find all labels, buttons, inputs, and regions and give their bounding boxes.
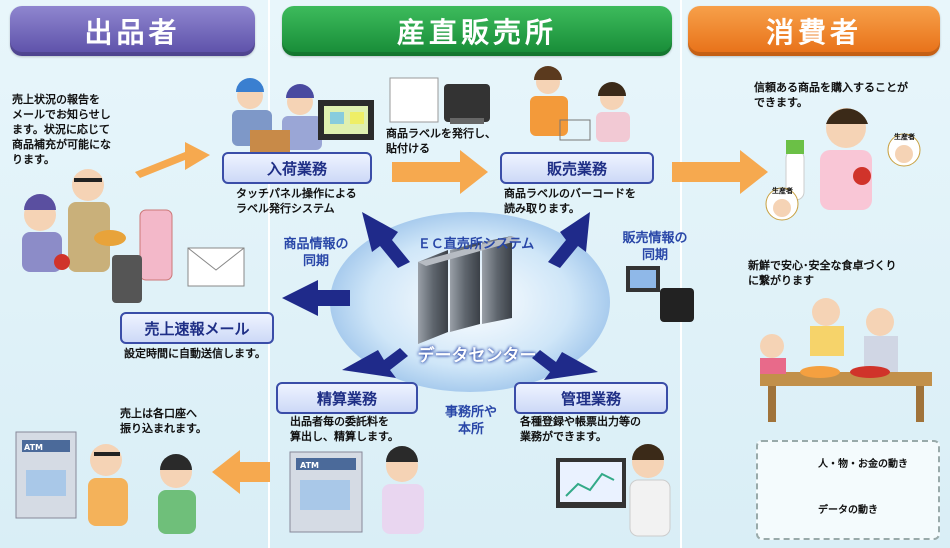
box-management: 管理業務 <box>514 382 668 414</box>
text-consumer-buy: 信頼ある商品を購入することが できます。 <box>754 81 908 109</box>
text-transfer: 売上は各口座へ 振り込まれます。 <box>120 407 207 435</box>
box-sales: 販売業務 <box>500 152 654 184</box>
header-direct-shop: 産直販売所 <box>282 6 672 56</box>
box-settlement: 精算業務 <box>276 382 418 414</box>
navy-arrow-product-sync <box>362 212 410 268</box>
orange-arrow-arrival-to-sales <box>392 150 488 194</box>
smartphone-illustration <box>112 255 142 303</box>
orange-arrow-settlement-to-seller <box>212 450 270 494</box>
box-arrival: 入荷業務 <box>222 152 372 184</box>
badge-producer-1: 生産者 <box>894 133 915 141</box>
separator-right <box>680 0 682 548</box>
legend-navy-text: データの動き <box>818 505 878 516</box>
badge-producer-2: 生産者 <box>772 187 793 195</box>
management-worker-illustration <box>556 444 671 537</box>
atm-left-illustration <box>15 431 196 534</box>
separator-left <box>268 0 270 548</box>
text-barcode: 商品ラベルのバーコードを 読み取ります。 <box>504 187 636 215</box>
text-seller-report: 売上状況の報告を メールでお知らせし ます。状況に応じて 商品補充が可能にな り… <box>12 93 111 166</box>
producer-badge-1 <box>887 133 921 167</box>
text-management-desc: 各種登録や帳票出力等の 業務ができます。 <box>520 415 641 443</box>
sales-staff-illustration <box>530 66 630 142</box>
label-office: 事務所や 本所 <box>444 405 497 437</box>
seller-people-illustration <box>22 169 126 272</box>
atm-center-illustration <box>289 446 424 534</box>
phone-illustration <box>139 209 173 281</box>
text-settlement-desc: 出品者毎の委託料を 算出し、精算します。 <box>290 415 399 443</box>
navy-arrow-to-mail <box>282 280 350 316</box>
text-auto-send: 設定時間に自動送信します。 <box>124 347 266 360</box>
text-label-issue: 商品ラベルを発行し、 貼付ける <box>386 127 496 155</box>
navy-arrow-sales-sync <box>548 212 590 268</box>
pos-terminal-illustration <box>626 266 694 322</box>
label-printer-illustration <box>389 77 490 124</box>
navy-arrow-management <box>532 350 598 380</box>
consumer-woman-illustration <box>785 108 872 210</box>
atm-label-left: ATM <box>24 443 43 452</box>
box-sales-mail: 売上速報メール <box>120 312 274 344</box>
family-dining-illustration <box>760 298 932 422</box>
server-rack <box>418 236 520 344</box>
text-touch-panel: タッチパネル操作による ラベル発行システム <box>236 187 357 215</box>
legend-box <box>756 440 940 540</box>
producer-badge-2 <box>765 187 799 221</box>
header-consumer: 消費者 <box>688 6 940 56</box>
navy-arrow-settlement <box>342 348 408 378</box>
label-sales-sync: 販売情報の 同期 <box>622 231 688 263</box>
mail-icon <box>187 247 245 287</box>
atm-label-center: ATM <box>300 461 319 470</box>
header-seller: 出品者 <box>10 6 255 56</box>
label-ec-system: ＥＣ直売所システム <box>417 237 535 252</box>
orange-arrow-seller-to-arrival <box>135 142 210 178</box>
text-fresh-safe: 新鮮で安心･安全な食卓づくり に繋がります <box>748 259 897 287</box>
legend-orange-text: 人・物・お金の動き <box>818 459 908 470</box>
label-product-sync: 商品情報の 同期 <box>283 237 349 269</box>
arrival-workers-illustration <box>232 78 374 152</box>
orange-arrow-sales-to-consumer <box>672 150 768 194</box>
label-data-center: データセンター <box>417 346 537 366</box>
